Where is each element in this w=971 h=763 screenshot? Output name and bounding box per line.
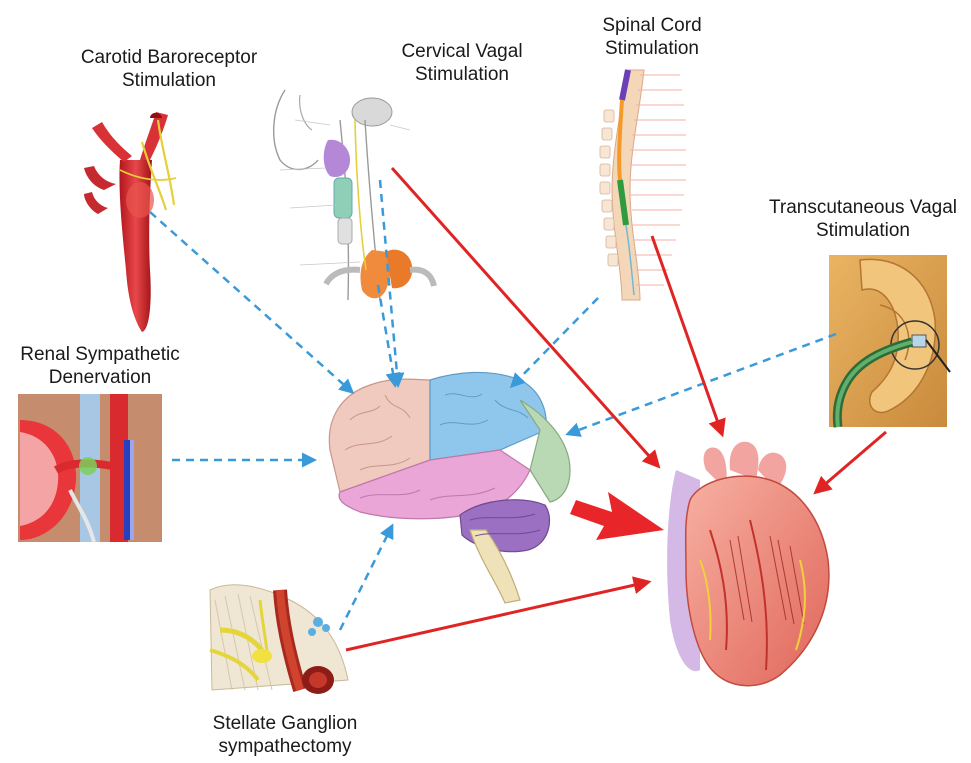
label-carotid-line2: Stimulation xyxy=(54,69,284,92)
ear-illustration xyxy=(829,255,950,427)
label-renal-line1: Renal Sympathetic xyxy=(2,343,198,366)
label-spinal-line1: Spinal Cord xyxy=(582,14,722,37)
label-transcutaneous-vagal: Transcutaneous Vagal Stimulation xyxy=(755,196,971,242)
label-cervical-vagal: Cervical Vagal Stimulation xyxy=(372,40,552,86)
arrow-brain-to-heart xyxy=(570,492,664,540)
cervical-vagal-illustration xyxy=(274,90,434,300)
label-stellate-line1: Stellate Ganglion xyxy=(190,712,380,735)
label-spinal-cord: Spinal Cord Stimulation xyxy=(582,14,722,60)
label-spinal-line2: Stimulation xyxy=(582,37,722,60)
label-cervical-line1: Cervical Vagal xyxy=(372,40,552,63)
arrow-spinal-to-heart xyxy=(652,236,722,434)
label-stellate-ganglion: Stellate Ganglion sympathectomy xyxy=(190,712,380,758)
arrow-stellate-to-heart xyxy=(346,582,648,650)
label-renal-line2: Denervation xyxy=(2,366,198,389)
stellate-ganglion-illustration xyxy=(210,585,348,694)
kidney-illustration xyxy=(18,394,162,542)
label-cervical-line2: Stimulation xyxy=(372,63,552,86)
arrow-ear-to-heart xyxy=(816,432,886,492)
arrow-ear-to-brain xyxy=(568,334,836,434)
label-carotid-baroreceptor: Carotid Baroreceptor Stimulation xyxy=(54,46,284,92)
label-stellate-line2: sympathectomy xyxy=(190,735,380,758)
label-carotid-line1: Carotid Baroreceptor xyxy=(54,46,284,69)
label-transcutaneous-line2: Stimulation xyxy=(755,219,971,242)
brain-illustration xyxy=(329,372,570,603)
label-transcutaneous-line1: Transcutaneous Vagal xyxy=(755,196,971,219)
spinal-cord-illustration xyxy=(600,70,686,300)
heart-illustration xyxy=(667,442,829,686)
label-renal-sympathetic: Renal Sympathetic Denervation xyxy=(2,343,198,389)
arrow-stellate-to-brain xyxy=(340,526,392,630)
arrow-spinal-to-brain xyxy=(512,298,598,386)
